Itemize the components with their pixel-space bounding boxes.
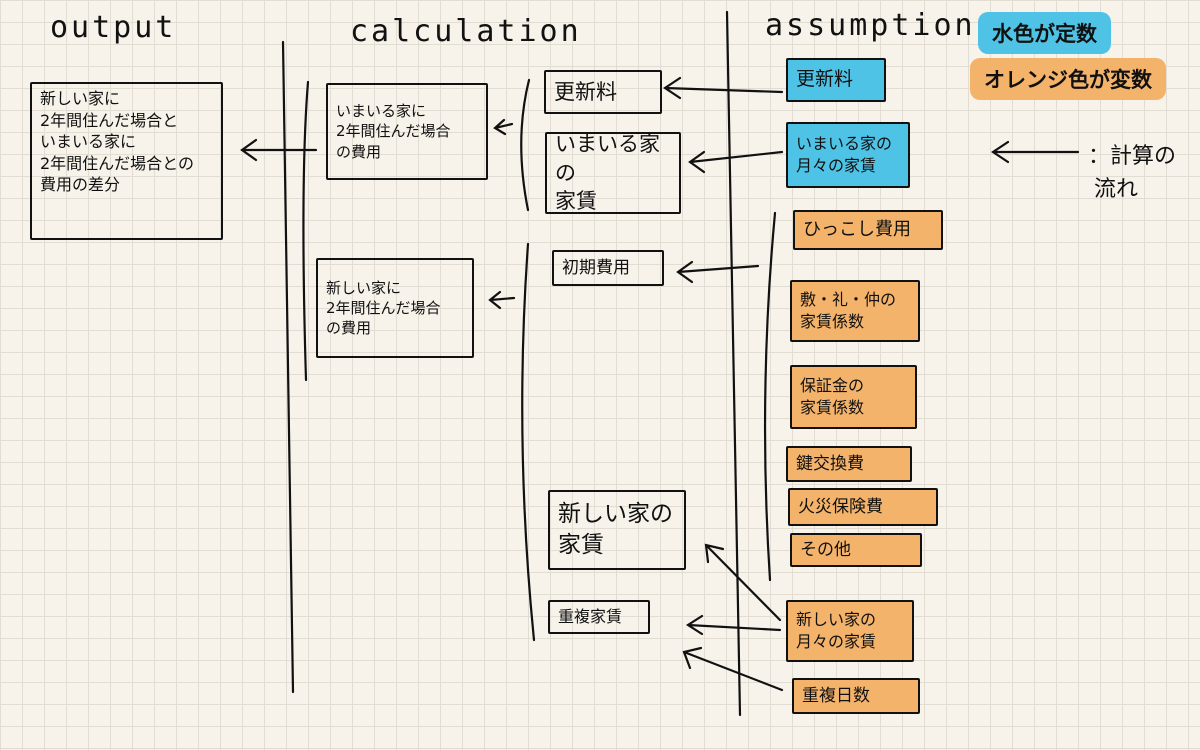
- assumption-column-header: assumption: [765, 8, 976, 43]
- divider-calculation-assumption: [725, 10, 742, 717]
- arrow-days-to-overlap: [682, 646, 784, 692]
- arrow-bracket-to-current-cost: [493, 118, 514, 136]
- calc-initial-cost-box: 初期費用: [552, 250, 664, 286]
- calc-current-rent-box: いまいる家の 家賃: [545, 132, 681, 214]
- assumption-other: その他: [790, 533, 922, 567]
- arrow-monthly-to-new-rent: [704, 543, 782, 622]
- arrow-monthly-to-overlap: [685, 614, 782, 636]
- arrow-inputs-to-initial: [676, 260, 760, 284]
- arrow-current-cost-to-output: [240, 138, 318, 162]
- arrow-rent-to-calc: [688, 150, 784, 174]
- assumption-fire-insurance: 火災保険費: [788, 488, 938, 526]
- bracket-current-cost: [520, 78, 531, 212]
- calc-renewal-fee-box: 更新料: [544, 70, 662, 114]
- divider-output-calculation: [281, 40, 295, 694]
- bracket-output: [302, 80, 310, 382]
- assumption-deposit-coefficient: 敷・礼・仲の 家賃係数: [790, 280, 920, 342]
- output-difference-box: 新しい家に 2年間住んだ場合と いまいる家に 2年間住んだ場合との 費用の差分: [30, 82, 223, 240]
- legend-constant: 水色が定数: [978, 12, 1111, 54]
- assumption-new-monthly-rent: 新しい家の 月々の家賃: [786, 600, 914, 662]
- assumption-current-monthly-rent: いまいる家の 月々の家賃: [786, 122, 910, 188]
- legend-flow-note-line2: 流れ: [1094, 177, 1139, 202]
- output-column-header: output: [50, 10, 177, 45]
- legend-flow-note-line1: ：計算の: [1088, 144, 1177, 169]
- assumption-guarantee-coefficient: 保証金の 家賃係数: [790, 365, 917, 429]
- current-house-cost-box: いまいる家に 2年間住んだ場合 の費用: [326, 83, 488, 180]
- assumption-renewal-fee: 更新料: [786, 58, 886, 102]
- arrow-renewal-to-calc: [663, 76, 784, 100]
- bracket-new-cost: [521, 242, 536, 642]
- legend-flow-note: ：計算の 流れ: [1088, 140, 1176, 206]
- new-house-cost-box: 新しい家に 2年間住んだ場合 の費用: [316, 258, 474, 358]
- assumption-key-exchange: 鍵交換費: [786, 446, 912, 482]
- assumption-moving-cost: ひっこし費用: [793, 210, 943, 250]
- calc-new-rent-box: 新しい家の 家賃: [548, 490, 686, 570]
- assumption-overlap-days: 重複日数: [792, 678, 920, 714]
- calculation-column-header: calculation: [350, 14, 582, 49]
- calc-overlap-rent-box: 重複家賃: [548, 600, 650, 634]
- arrow-legend-flow: [991, 140, 1080, 164]
- arrow-bracket-to-new-cost: [488, 290, 516, 310]
- legend-variable: オレンジ色が変数: [970, 58, 1166, 100]
- bracket-initial-cost-inputs: [763, 211, 777, 582]
